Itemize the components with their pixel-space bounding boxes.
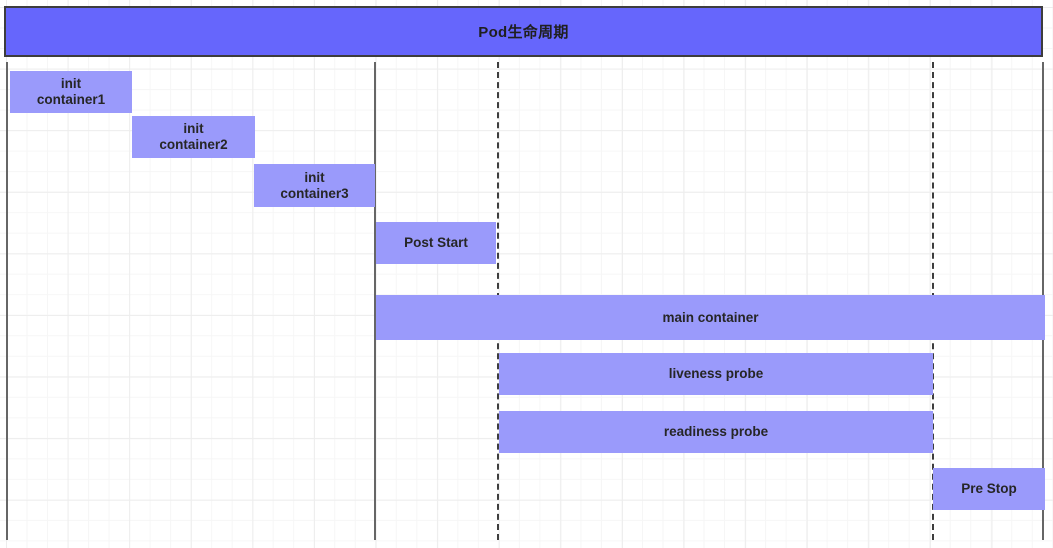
bar-pre-stop: Pre Stop: [933, 468, 1045, 510]
bar-init-container-3-line1: init: [304, 169, 325, 185]
bar-init-container-2-line1: init: [183, 121, 204, 137]
bar-post-start-label: Post Start: [404, 235, 468, 251]
bar-main-container: main container: [376, 295, 1045, 340]
bar-init-container-3: init container3: [254, 164, 375, 207]
bar-liveness-probe-label: liveness probe: [668, 366, 764, 382]
bar-init-container-1-line2: container1: [36, 92, 106, 107]
bar-init-container-2-line2: container2: [159, 137, 228, 152]
bar-init-container-1-line1: init: [60, 76, 82, 92]
bar-init-container-3-line2: container3: [280, 185, 349, 201]
diagram-title-text: Pod生命周期: [478, 24, 569, 41]
main-container-start-rule: [374, 62, 376, 540]
bar-readiness-probe-label: readiness probe: [663, 424, 769, 440]
timeline-start-rule: [6, 62, 8, 540]
bar-liveness-probe: liveness probe: [499, 353, 933, 395]
bar-init-container-1: init container1: [10, 71, 132, 113]
bar-post-start: Post Start: [376, 222, 496, 264]
diagram-title: Pod生命周期: [4, 6, 1043, 57]
bar-main-container-label: main container: [662, 309, 759, 325]
bar-readiness-probe: readiness probe: [499, 411, 933, 453]
bar-init-container-2: init container2: [132, 116, 255, 158]
bar-pre-stop-label: Pre Stop: [961, 481, 1017, 497]
